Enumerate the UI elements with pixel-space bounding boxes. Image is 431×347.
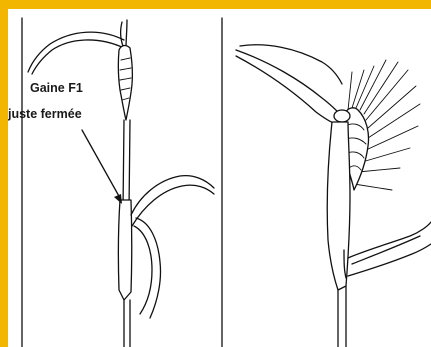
right-node bbox=[334, 110, 350, 122]
frame-top-border bbox=[0, 0, 431, 9]
annotation-label-line1: Gaine F1 bbox=[30, 81, 83, 95]
annotation-label-line2: juste fermée bbox=[7, 107, 82, 121]
frame-left-border bbox=[0, 0, 8, 347]
flag-leaf-sheath bbox=[118, 200, 131, 300]
